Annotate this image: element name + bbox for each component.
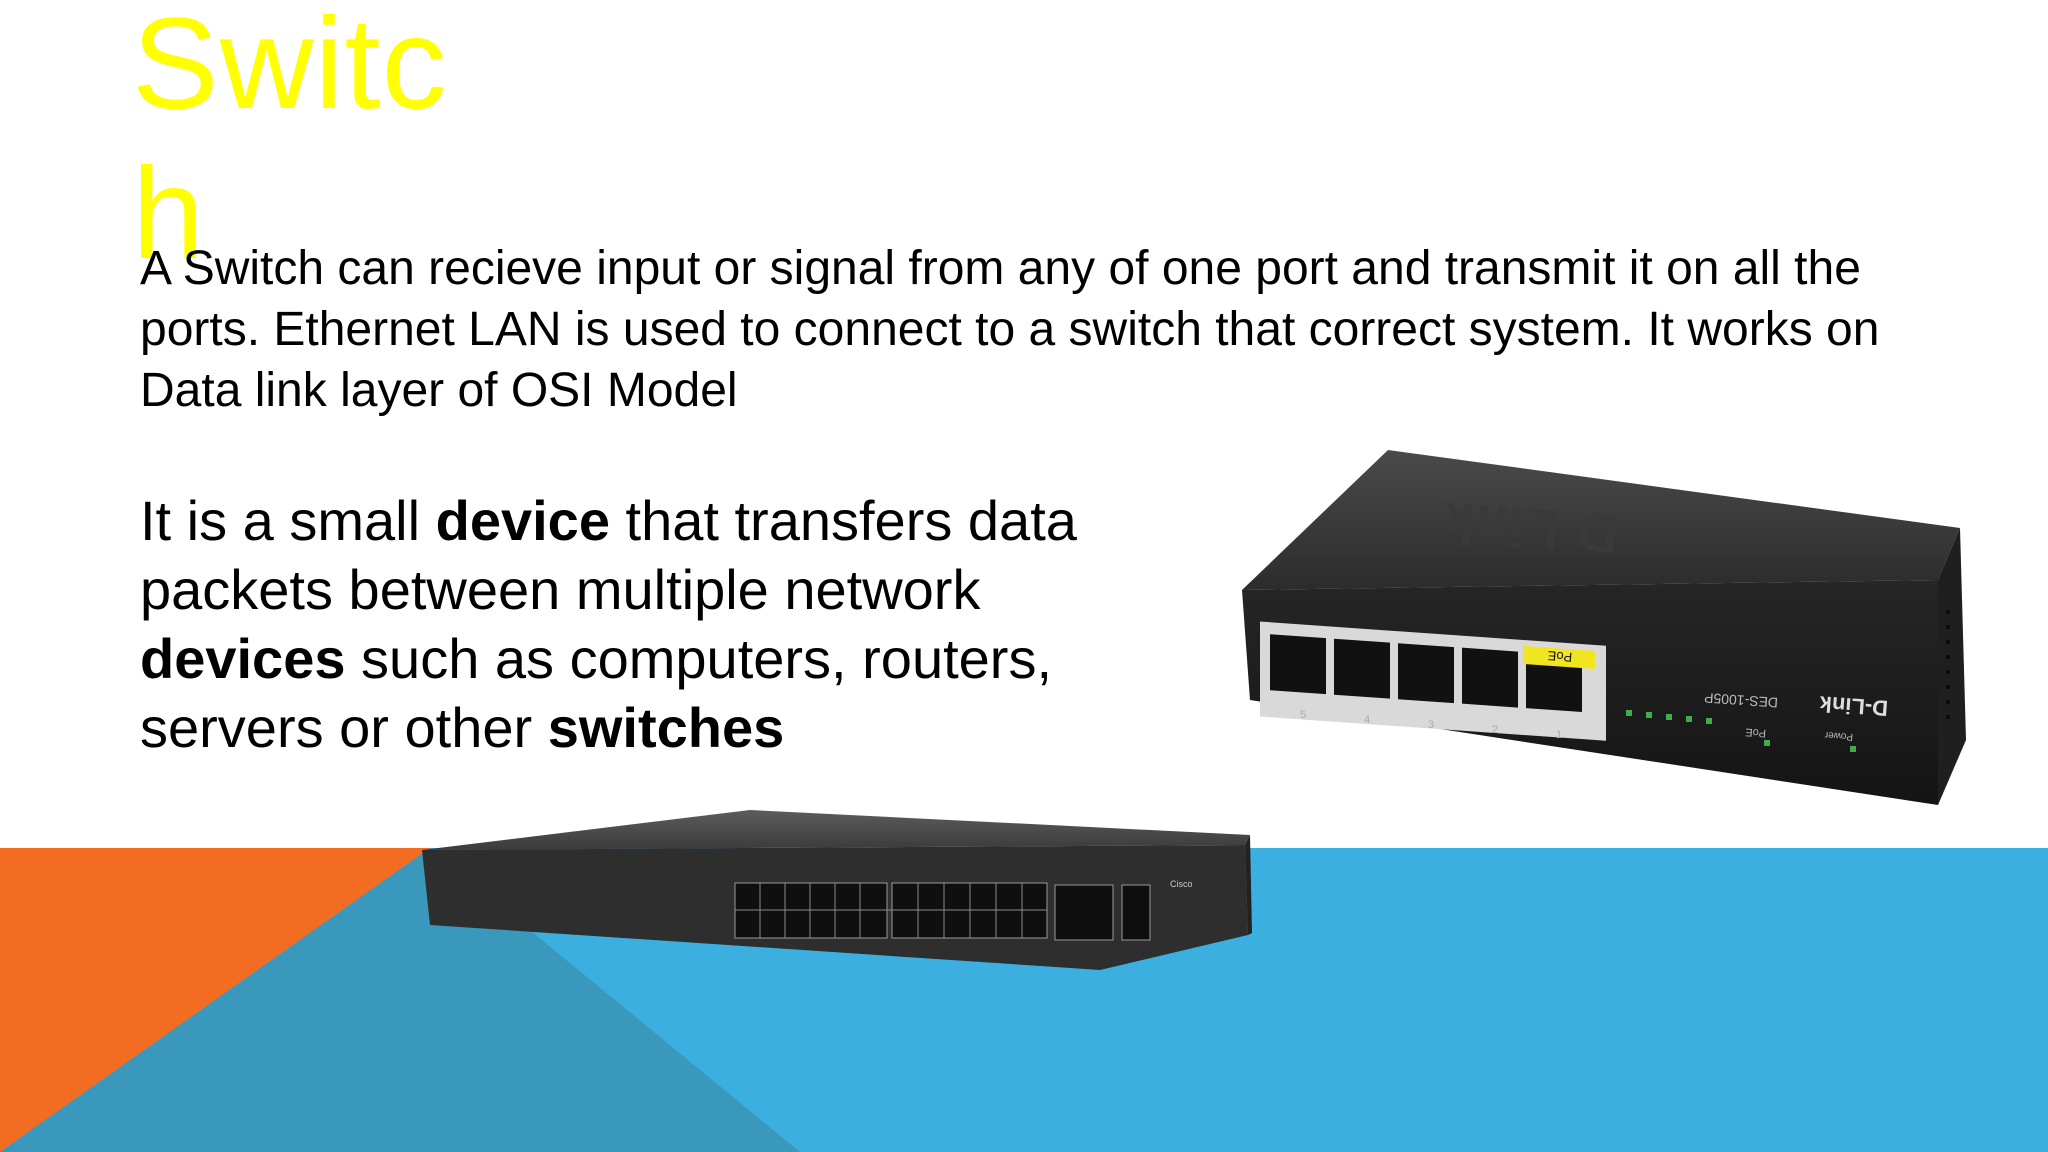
model-label: DES-1005P: [1704, 690, 1779, 711]
port-number: 5: [1300, 709, 1306, 721]
port-numbers: 5 4 3 2 1: [1300, 709, 1562, 741]
led: [1686, 716, 1692, 722]
rack-top: [422, 810, 1250, 850]
power-label: Power: [1824, 729, 1854, 742]
definition-text-2: that transfers data packets between mult…: [140, 489, 1077, 621]
dark-blue-triangle: [0, 848, 800, 1152]
bold-switches: switches: [547, 696, 785, 759]
vent-holes: [1946, 610, 1950, 719]
slide-title: Switch: [132, 0, 448, 286]
rack-port-grid: [735, 883, 1047, 938]
poe-label: PoE: [1547, 648, 1573, 665]
ethernet-port: [1398, 643, 1454, 704]
bold-device: device: [435, 489, 610, 552]
vent-hole: [1946, 685, 1950, 689]
poe-led-label: PoE: [1745, 726, 1767, 739]
definition-paragraph: It is a small device that transfers data…: [140, 486, 1140, 762]
bold-devices: devices: [140, 627, 346, 690]
vent-hole: [1946, 670, 1950, 674]
dlink-switch-image: D-Link PoE 5 4 3 2 1 DES-1005P D-L: [1242, 450, 1966, 805]
definition-text-3: such as computers, routers, servers or o…: [140, 627, 1053, 759]
ethernet-port: [1526, 652, 1582, 713]
port-number: 3: [1428, 719, 1434, 731]
switch-side: [1938, 528, 1966, 805]
port-number: 1: [1556, 729, 1562, 741]
led: [1646, 712, 1652, 718]
vent-hole: [1946, 655, 1950, 659]
description-paragraph: A Switch can recieve input or signal fro…: [140, 242, 1880, 417]
front-brand: D-Link: [1818, 691, 1889, 721]
port-number: 4: [1364, 714, 1370, 726]
ethernet-port: [1270, 634, 1326, 695]
rack-ports: [734, 882, 1151, 941]
brand-embossed: D-Link: [1441, 491, 1620, 566]
vent-hole: [1946, 610, 1950, 614]
port-number: 2: [1492, 724, 1498, 736]
ethernet-port: [1462, 647, 1518, 708]
led: [1850, 746, 1856, 752]
poe-label-bg: [1523, 645, 1595, 669]
rack-side: [1245, 835, 1252, 935]
port-block: [1054, 884, 1114, 941]
vent-hole: [1946, 700, 1950, 704]
vent-hole: [1946, 625, 1950, 629]
definition-text-1: It is a small: [140, 489, 436, 552]
vent-hole: [1946, 715, 1950, 719]
led: [1706, 718, 1712, 724]
led: [1764, 740, 1770, 746]
vent-hole: [1946, 640, 1950, 644]
ethernet-ports: [1270, 634, 1582, 713]
led: [1666, 714, 1672, 720]
cisco-rack-switch-image: Cisco: [422, 810, 1252, 970]
ethernet-port: [1334, 638, 1390, 699]
status-leds: [1626, 710, 1856, 752]
rack-brand: Cisco: [1170, 879, 1193, 889]
led: [1626, 710, 1632, 716]
switch-top: [1242, 450, 1960, 590]
port-block: [1121, 884, 1151, 941]
